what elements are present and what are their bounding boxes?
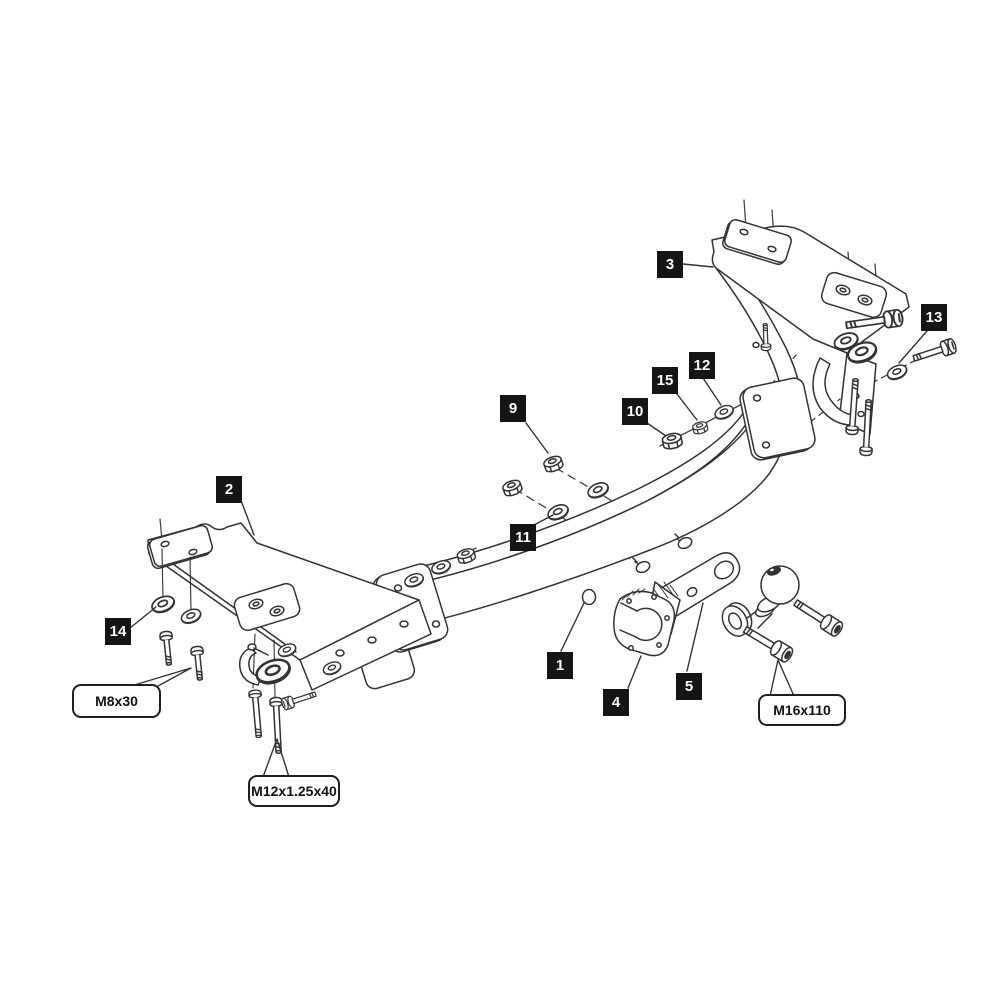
- crossbar-beam: [401, 411, 784, 628]
- part-label-9: 9: [500, 395, 526, 422]
- size-callout-m16x110: M16x110: [758, 694, 846, 726]
- left-mount-bracket: [146, 522, 432, 691]
- right-bracket-slot-pad: [820, 271, 888, 319]
- left-bracket-slot-pad: [233, 582, 301, 632]
- size-callout-m8x30: M8x30: [72, 684, 161, 718]
- left-bracket-bolt-pad: [146, 524, 214, 570]
- part-label-12: 12: [689, 352, 715, 379]
- washer-icon: [178, 605, 204, 627]
- part-label-11: 11: [510, 524, 536, 551]
- bolt-icon: [790, 595, 846, 639]
- bolt-icon: [279, 687, 318, 712]
- bolt-icon: [158, 630, 176, 667]
- washer-icon: [712, 402, 736, 423]
- bolt-icon: [740, 621, 796, 665]
- beam-hole: [581, 588, 597, 606]
- part-label-15: 15: [652, 367, 678, 394]
- part-label-2: 2: [216, 476, 242, 503]
- bolt-icon: [189, 645, 207, 682]
- part-label-14: 14: [105, 618, 131, 645]
- size-callout-m12x40: M12x1.25x40: [248, 775, 340, 807]
- bolt-icon: [910, 337, 959, 367]
- right-bracket-bolt-pad: [722, 218, 792, 266]
- hex-nut-icon: [500, 477, 524, 499]
- beam-right-end-plate: [739, 377, 816, 461]
- socket-plate: [613, 588, 676, 657]
- part-label-5: 5: [676, 673, 702, 700]
- part-label-13: 13: [921, 304, 947, 331]
- bolt-icon: [247, 688, 266, 739]
- part-label-10: 10: [622, 398, 648, 425]
- part-label-4: 4: [603, 689, 629, 716]
- towball-assembly: [721, 565, 800, 637]
- hardware: [148, 308, 959, 755]
- beam-slot: [674, 533, 693, 550]
- part-label-3: 3: [657, 251, 683, 278]
- hex-nut-icon: [691, 419, 710, 436]
- part-label-1: 1: [547, 652, 573, 679]
- leader-lines: [129, 263, 928, 778]
- washer-icon: [148, 592, 178, 617]
- beam-slot: [632, 557, 651, 574]
